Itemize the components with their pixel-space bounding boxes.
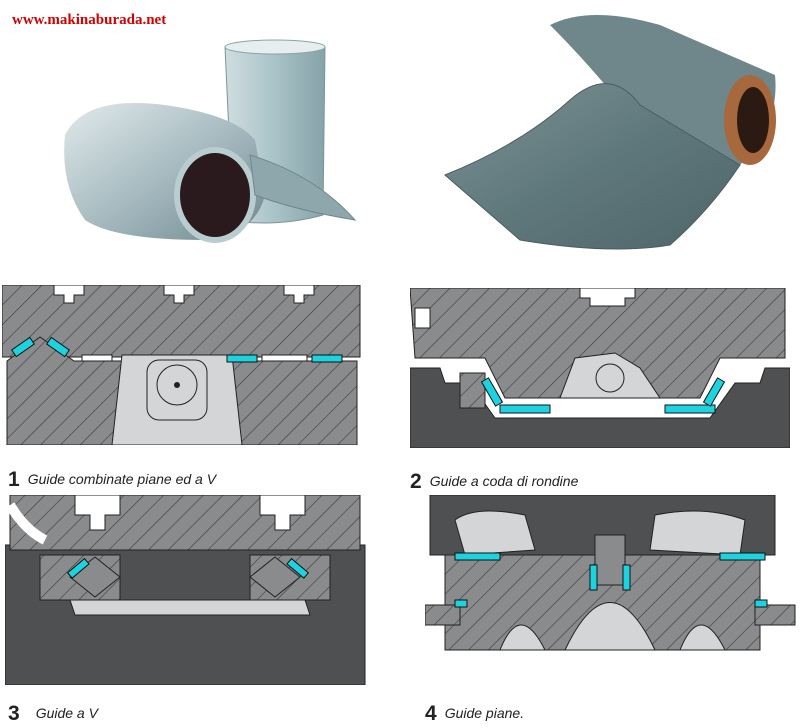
pivot [595, 363, 625, 393]
liner-strip [664, 404, 716, 414]
figure-caption-text: Guide a coda di rondine [429, 473, 579, 489]
oil-pipe [5, 502, 48, 545]
liner-strip [311, 354, 343, 363]
rib-cavity-left [454, 510, 536, 556]
liner-strip [719, 552, 766, 561]
gib-strip [459, 372, 486, 409]
t-slot [259, 495, 306, 531]
center-housing [146, 359, 208, 421]
figure-caption-text: Guide a V [35, 705, 98, 721]
t-slot [579, 288, 636, 307]
figure-number: 2 [410, 470, 422, 493]
figure-number: 4 [425, 702, 437, 725]
bed-right [221, 360, 358, 445]
t-slot [283, 285, 315, 304]
figure-caption-3: 3 Guide a V [8, 702, 98, 726]
rib-cavity-right [649, 510, 746, 556]
diagram-v-guides [5, 495, 366, 685]
figure-number: 3 [8, 702, 20, 725]
slide [9, 495, 361, 551]
liner-strip [454, 552, 501, 561]
roll-opening [177, 150, 253, 240]
t-slot [163, 285, 195, 304]
liner-strip [589, 564, 598, 591]
liner-strip [754, 599, 768, 608]
t-slot [74, 495, 121, 531]
diagram-flat-guides [425, 495, 796, 651]
bed [410, 367, 790, 448]
lower-arch [564, 602, 656, 651]
film-rolls-photo [64, 39, 357, 243]
liner-strip [454, 599, 468, 608]
slide [410, 288, 786, 399]
figure-caption-4: 4 Guide piane. [425, 702, 524, 726]
site-url[interactable]: www.makinaburada.net [12, 12, 167, 28]
sheet-roll-photo [444, 15, 776, 250]
upright-sheet-top [224, 39, 326, 55]
center-bracket [559, 352, 661, 399]
unrolled-sheet [444, 83, 741, 250]
liner-strip [480, 377, 504, 407]
sheet-flap [249, 154, 357, 221]
t-slot [53, 285, 85, 304]
liner-strip [226, 354, 258, 363]
figure-number: 1 [8, 468, 20, 491]
liner-strip [622, 564, 631, 591]
diagram-combined-guides [2, 285, 361, 445]
figure-caption-1: 1 Guide combinate piane ed a V [8, 468, 216, 492]
roll-body [550, 15, 776, 165]
figure-caption-text: Guide combinate piane ed a V [27, 471, 217, 487]
center-key [594, 534, 626, 586]
figure-caption-text: Guide piane. [444, 705, 525, 721]
liner-strip [45, 336, 71, 358]
liner-strip [286, 557, 310, 579]
bolt-circle [156, 364, 198, 406]
diagram-dovetail-guides [410, 288, 790, 448]
liner-strip [702, 377, 726, 407]
figure-caption-2: 2 Guide a coda di rondine [410, 470, 578, 494]
end-slot [414, 307, 431, 329]
liner-strip [66, 557, 90, 579]
liner-strip [499, 404, 551, 414]
groove-cavity [69, 599, 311, 616]
slide-top [2, 285, 361, 358]
liner-strip [10, 336, 36, 358]
